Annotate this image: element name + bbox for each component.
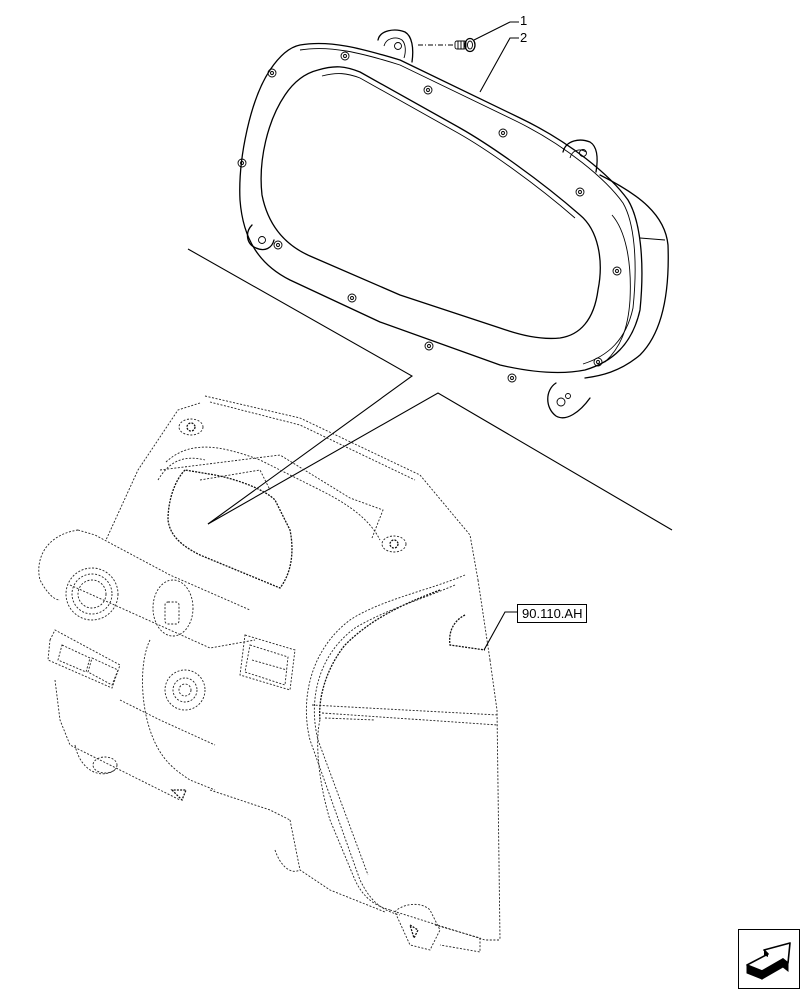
leader-line-2 [479,37,519,93]
reference-leader-line [483,611,517,651]
instrument-cluster-drawing [237,29,669,419]
reference-link-90-110-ah[interactable]: 90.110.AH [517,604,588,623]
dashboard-console-drawing [38,395,501,953]
navigate-arrow-button[interactable] [738,929,800,989]
bezel-screw-bosses [237,51,622,383]
arrow-jump-icon [746,942,791,980]
callout-number-2: 2 [520,30,528,45]
leader-line-1 [473,21,519,41]
screw-drawing [418,37,476,53]
callout-number-1: 1 [520,13,528,28]
detail-callout-funnel [187,248,673,531]
